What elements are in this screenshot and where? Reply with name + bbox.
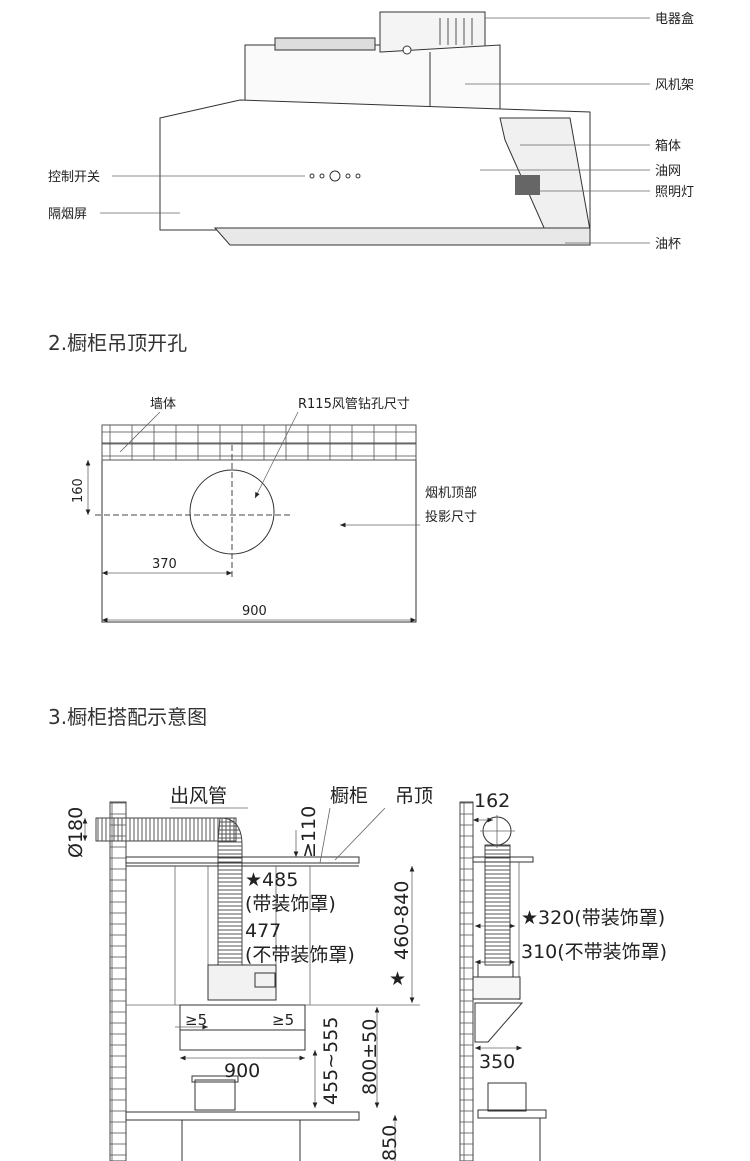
dim-ge5-right: ≥5 (272, 1011, 294, 1029)
dim-800: 800±50 (359, 1019, 381, 1095)
dim-160: 160 (71, 478, 86, 503)
dim-162: 162 (474, 790, 510, 812)
side-view-drawing (459, 801, 547, 1161)
label-with-cover: (带装饰罩) (245, 893, 336, 915)
label-cabinet: 橱柜 (330, 785, 368, 807)
label-projection-2: 投影尺寸 (425, 509, 477, 525)
label-smoke-screen: 隔烟屏 (48, 207, 87, 222)
dim-900: 900 (242, 604, 267, 619)
label-wall: 墙体 (150, 397, 176, 412)
dim-d180: Ø180 (65, 807, 87, 858)
section-heading-cabinet: 3.橱柜搭配示意图 (48, 705, 207, 729)
dim-310: 310(不带装饰罩) (521, 941, 667, 963)
label-without-cover: (不带装饰罩) (245, 944, 355, 966)
dim-900-width: 900 (224, 1060, 260, 1082)
dim-485: ★485 (245, 869, 298, 891)
label-projection-1: 烟机顶部 (425, 486, 477, 501)
label-light: 照明灯 (655, 185, 694, 200)
dim-460-840: 460-840 (391, 881, 413, 960)
dim-ge5-left: ≥5 (185, 1011, 207, 1029)
dim-320: ★320(带装饰罩) (521, 907, 665, 929)
label-oil-filter: 油网 (655, 164, 681, 179)
label-cabinet-body: 箱体 (655, 138, 681, 154)
dim-850: 850 (379, 1125, 401, 1161)
dim-455-555: 455~555 (320, 1017, 342, 1105)
dim-370: 370 (152, 557, 177, 572)
label-oil-cup: 油杯 (655, 237, 681, 252)
label-electric-box: 电器盒 (655, 11, 694, 27)
label-control-switch: 控制开关 (48, 170, 100, 185)
dim-110: ≥110 (298, 806, 320, 858)
label-duct-hole: R115风管钻孔尺寸 (298, 397, 410, 412)
section-heading-ceiling-hole: 2.橱柜吊顶开孔 (48, 331, 187, 355)
ceiling-hole-drawing (85, 411, 420, 623)
label-ceiling: 吊顶 (395, 785, 433, 807)
dim-350: 350 (479, 1051, 515, 1073)
label-fan-frame: 风机架 (655, 78, 694, 93)
dim-477: 477 (245, 920, 281, 942)
star-mark: ★ (389, 968, 406, 990)
hood-illustration (100, 11, 650, 246)
front-view-drawing (82, 801, 420, 1161)
label-exhaust-duct: 出风管 (170, 785, 227, 807)
